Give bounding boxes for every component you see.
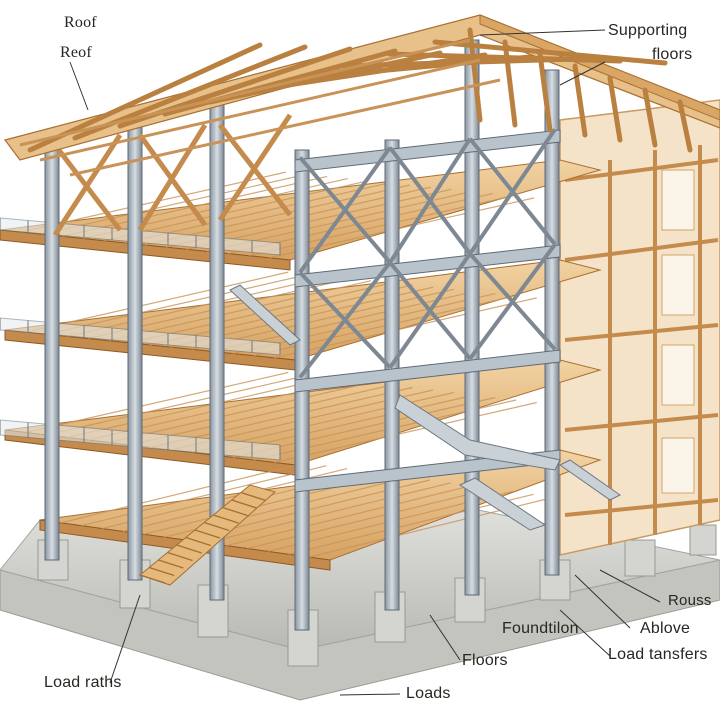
floor-joist	[81, 465, 327, 527]
load-paths-label: Load raths	[44, 674, 122, 691]
floor-joist	[108, 381, 372, 444]
cross-brace	[468, 128, 557, 255]
purlin	[69, 78, 501, 177]
rouss-label: Rouss	[668, 592, 712, 609]
stair-tread	[194, 529, 221, 539]
rafter	[677, 99, 693, 153]
timber-brace	[217, 113, 293, 222]
steel-beam	[294, 349, 561, 393]
steel-frame	[44, 39, 561, 631]
rafter	[607, 75, 623, 143]
floor-joist	[108, 280, 372, 342]
floor-joist	[274, 297, 537, 359]
steel-beam	[294, 449, 561, 493]
load-transfers-label: Load tansfers	[608, 646, 708, 663]
callout-leaders	[69, 29, 661, 696]
cross-brace	[388, 137, 472, 264]
cross-brace	[298, 146, 392, 274]
stair-tread	[231, 499, 257, 509]
timber-brace	[52, 133, 123, 237]
right-timber-wall	[559, 99, 720, 556]
floor-joist	[41, 173, 307, 235]
steel-column	[464, 39, 480, 596]
roof-top-label: Roof	[64, 14, 97, 31]
timber-brace	[137, 123, 208, 232]
floors-top-label: floors	[652, 46, 693, 63]
floor-joist	[67, 275, 330, 338]
stair-tread	[167, 551, 193, 562]
supporting-label: Supporting	[608, 22, 688, 39]
stairs	[138, 284, 621, 586]
steel-column	[127, 119, 143, 581]
purlin	[19, 38, 471, 147]
rafter	[467, 27, 483, 123]
cross-brace	[298, 261, 392, 379]
stair-tread	[176, 544, 202, 554]
stair-tread	[185, 536, 212, 547]
rafter	[642, 87, 658, 148]
steel-column	[544, 69, 560, 576]
foundation-label: Foundtilon	[502, 620, 579, 637]
purlin	[39, 58, 481, 162]
loads-label: Loads	[406, 685, 451, 702]
floor-joist	[226, 485, 472, 547]
rafter	[537, 51, 553, 133]
floor-joist	[25, 271, 289, 333]
floor-joist	[60, 462, 306, 524]
stair-tread	[240, 491, 267, 502]
floors-bottom-label: Floors	[462, 652, 508, 669]
floor-joist	[67, 376, 330, 439]
floor-joist	[247, 487, 493, 550]
cross-brace	[468, 243, 557, 360]
stair-tread	[148, 566, 175, 577]
rafter	[502, 39, 518, 128]
ablove-label: Ablove	[640, 620, 691, 637]
floor-joist	[46, 374, 310, 436]
steel-column	[44, 139, 60, 561]
floor-joist	[274, 401, 537, 464]
stair-tread	[222, 506, 248, 517]
roof-label: Reof	[60, 44, 92, 61]
rafter	[572, 63, 588, 138]
stair-tread	[213, 514, 239, 524]
floor-joist	[25, 371, 289, 434]
stair-tread	[139, 574, 166, 584]
stair-tread	[158, 559, 184, 569]
floor-joist	[269, 197, 535, 259]
floor-joist	[46, 273, 310, 335]
floor-joist	[205, 482, 451, 544]
cross-brace	[388, 252, 472, 369]
stair-tread	[203, 521, 230, 532]
